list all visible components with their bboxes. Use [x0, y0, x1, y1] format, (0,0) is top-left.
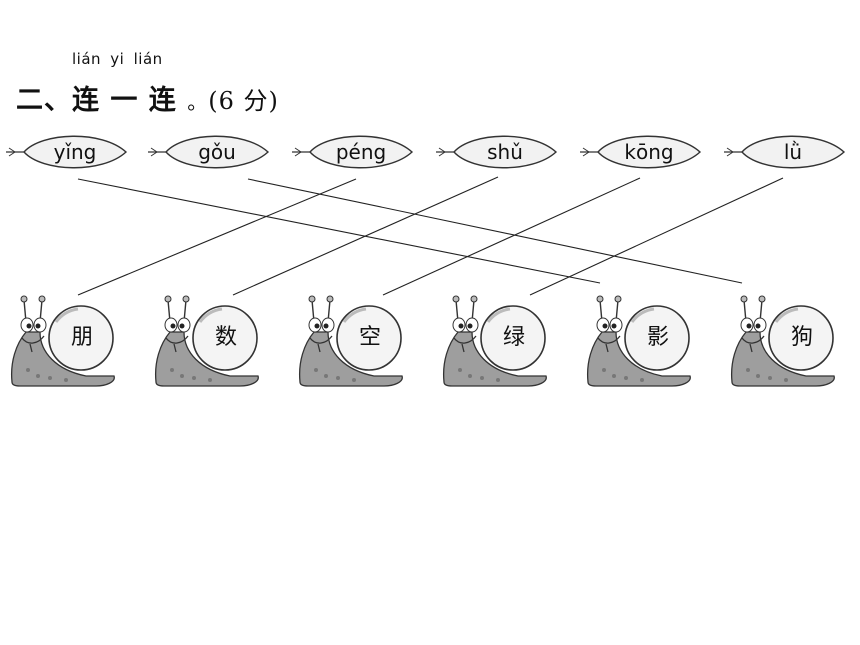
leaf-card-4[interactable]: shǔ	[436, 128, 564, 178]
snail-icon	[586, 295, 691, 387]
snail-card-4[interactable]: 绿	[438, 292, 556, 388]
match-line-gou	[247, 178, 743, 284]
title-period: 。	[187, 90, 209, 114]
snail-card-1[interactable]: 朋	[6, 292, 124, 388]
section-title-text: 连 一 连	[72, 85, 177, 116]
match-line-kong	[382, 177, 641, 296]
leaf-icon	[6, 135, 128, 169]
leaf-icon	[148, 135, 270, 169]
leaf-pinyin: péng	[335, 140, 387, 164]
leaf-card-5[interactable]: kōng	[580, 128, 708, 178]
snail-character: 数	[214, 325, 237, 350]
leaf-card-3[interactable]: péng	[292, 128, 420, 178]
leaf-icon	[292, 135, 414, 169]
match-line-peng	[77, 178, 357, 296]
leaf-icon	[436, 135, 558, 169]
section-number: 二、	[16, 85, 72, 116]
snail-card-2[interactable]: 数	[150, 292, 268, 388]
leaf-pinyin: yǐng	[53, 140, 97, 164]
match-line-lv	[529, 177, 784, 296]
snail-character: 狗	[790, 325, 813, 350]
snail-icon	[154, 295, 259, 387]
section-title: 二、连 一 连 。(6 分)	[16, 78, 279, 117]
score-label: (6 分)	[208, 87, 279, 115]
leaf-card-6[interactable]: lǜ	[724, 128, 852, 178]
snail-icon	[10, 295, 115, 387]
snail-icon	[442, 295, 547, 387]
title-pinyin: lián yi lián	[72, 50, 163, 68]
snail-character: 空	[358, 325, 381, 350]
snail-character: 绿	[502, 325, 525, 350]
leaf-pinyin: kōng	[624, 140, 674, 164]
snail-icon	[298, 295, 403, 387]
leaf-icon	[724, 135, 846, 169]
leaf-pinyin: lǜ	[783, 140, 803, 164]
match-line-shu	[232, 176, 499, 296]
snail-card-5[interactable]: 影	[582, 292, 700, 388]
snail-card-6[interactable]: 狗	[726, 292, 844, 388]
snail-character: 朋	[70, 325, 93, 350]
leaf-pinyin: gǒu	[198, 140, 236, 164]
leaf-icon	[580, 135, 702, 169]
match-line-ying	[77, 178, 601, 284]
snail-icon	[730, 295, 835, 387]
leaf-card-1[interactable]: yǐng	[6, 128, 134, 178]
snail-character: 影	[646, 325, 669, 350]
leaf-card-2[interactable]: gǒu	[148, 128, 276, 178]
leaf-pinyin: shǔ	[487, 140, 523, 164]
snail-card-3[interactable]: 空	[294, 292, 412, 388]
